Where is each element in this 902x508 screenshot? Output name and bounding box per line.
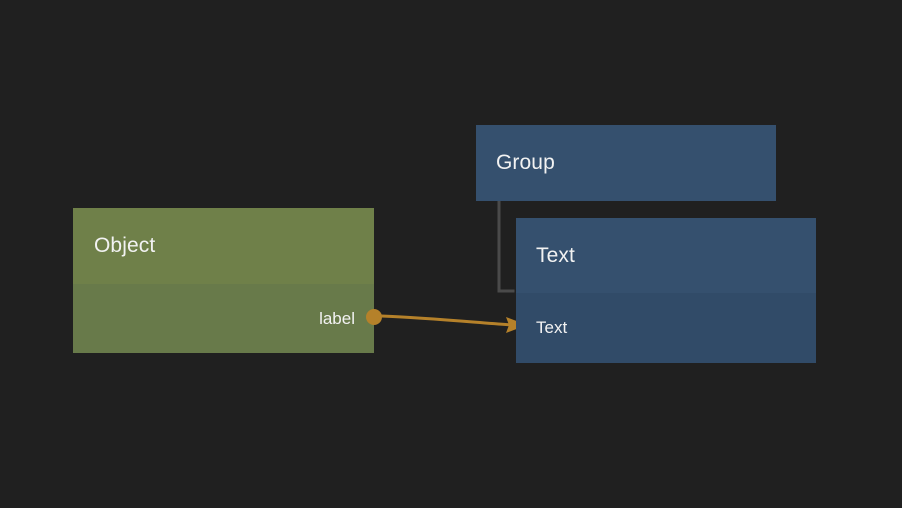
node-group[interactable]: Group [476,125,776,201]
node-object-header[interactable]: Object [73,208,374,284]
containment-connector-group-to-text [497,199,515,293]
node-object-port-label: label [319,308,355,328]
node-object-body[interactable]: label [73,284,374,353]
node-text-body-label: Text [536,318,568,337]
node-text-title: Text [536,243,575,267]
port-connector-dot-icon[interactable] [366,309,382,325]
node-group-title: Group [496,151,555,174]
node-text-header[interactable]: Text [516,218,816,293]
association-edge-label-to-text [379,314,514,327]
node-text-body[interactable]: Text [516,293,816,363]
node-object-port-row[interactable]: label [73,309,374,329]
node-text[interactable]: Text Text [516,218,816,363]
node-object[interactable]: Object label [73,208,382,353]
node-group-header[interactable]: Group [476,125,776,201]
node-object-title: Object [94,234,156,257]
